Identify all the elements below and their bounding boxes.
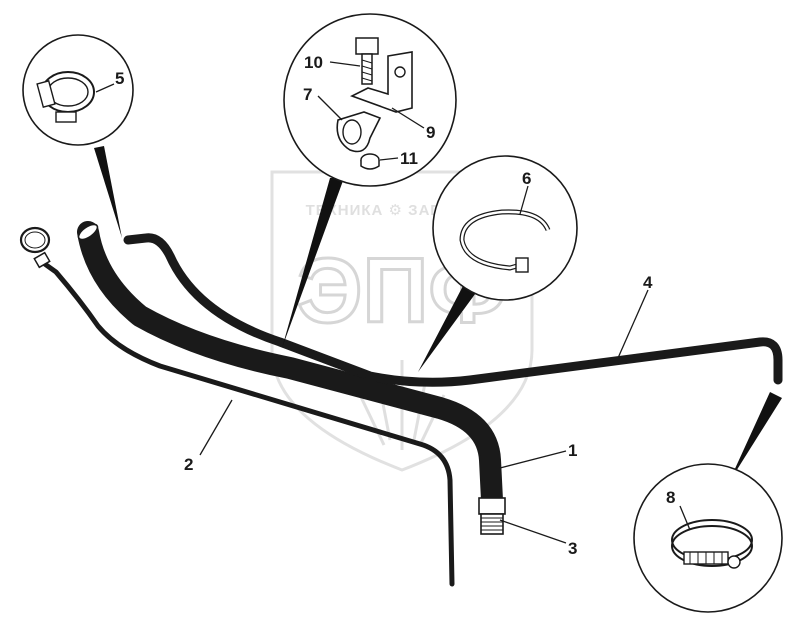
callout-6: 6 bbox=[522, 169, 531, 188]
detail-clamp-5 bbox=[22, 34, 134, 238]
detail-tie-6 bbox=[418, 155, 578, 372]
leader-6 bbox=[519, 185, 529, 215]
leader-lines bbox=[95, 61, 691, 544]
tube-clip-icon bbox=[336, 111, 382, 153]
callout-11: 11 bbox=[400, 149, 418, 168]
watermark-shield bbox=[270, 170, 534, 472]
bolt-icon bbox=[355, 37, 379, 85]
callout-1: 1 bbox=[568, 441, 577, 460]
nut-icon bbox=[360, 153, 380, 170]
part-4-vent-hose bbox=[123, 233, 783, 387]
leader-10 bbox=[329, 61, 361, 67]
hose-clamp-icon bbox=[671, 519, 753, 569]
rod-clip bbox=[33, 251, 51, 269]
leader-3 bbox=[499, 519, 567, 544]
detail-bracket bbox=[282, 13, 457, 348]
leader-1 bbox=[499, 450, 567, 469]
callout-labels: 1 2 3 4 5 6 7 8 9 10 11 bbox=[115, 53, 675, 558]
callout-3: 3 bbox=[568, 539, 577, 558]
leader-9 bbox=[391, 107, 425, 129]
callout-9: 9 bbox=[426, 123, 435, 142]
callout-8: 8 bbox=[666, 488, 675, 507]
callout-5: 5 bbox=[115, 69, 124, 88]
callout-4: 4 bbox=[643, 273, 653, 292]
callout-2: 2 bbox=[184, 455, 193, 474]
part-1-filler-tube bbox=[77, 221, 503, 511]
part-3-fitting bbox=[478, 497, 506, 535]
leader-8 bbox=[679, 505, 691, 531]
leader-11 bbox=[379, 157, 399, 161]
leader-4 bbox=[617, 289, 649, 359]
part-2-rod bbox=[19, 226, 455, 587]
rod-loop bbox=[19, 226, 51, 254]
bracket-plate-icon bbox=[349, 51, 413, 113]
leader-2 bbox=[199, 399, 233, 456]
leader-5 bbox=[95, 83, 115, 93]
leader-7 bbox=[317, 95, 343, 121]
cable-tie-icon bbox=[459, 209, 551, 273]
hose-clamp-icon bbox=[36, 71, 95, 123]
callout-10: 10 bbox=[304, 53, 323, 72]
detail-clamp-8 bbox=[633, 392, 783, 613]
callout-7: 7 bbox=[303, 85, 312, 104]
